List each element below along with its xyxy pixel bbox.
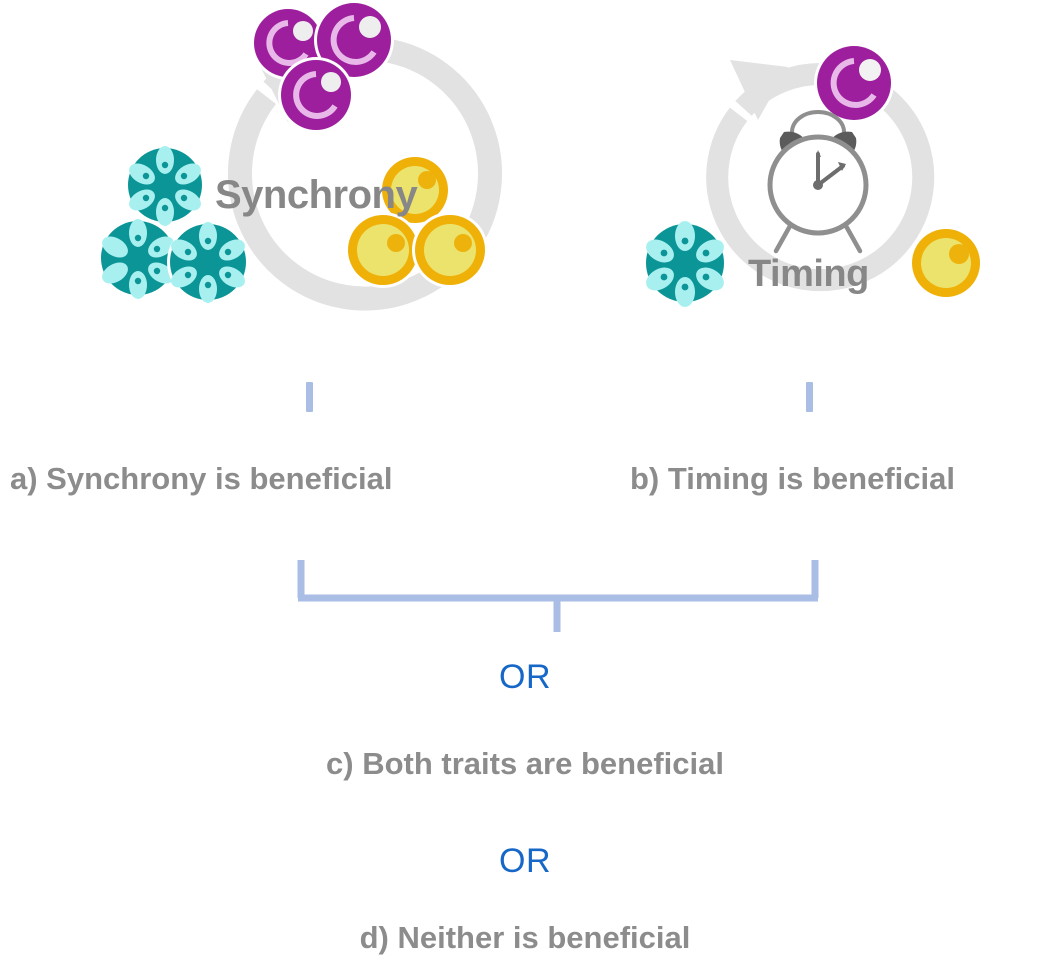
caption-d: d) Neither is beneficial xyxy=(359,920,691,955)
cell-trophozoite xyxy=(412,212,488,288)
cycle-center-label-synchrony: Synchrony xyxy=(215,173,418,217)
joining-bracket xyxy=(297,560,819,632)
alarm-clock-icon xyxy=(767,110,869,254)
caption-b: b) Timing is beneficial xyxy=(630,461,955,496)
connector-tick-b xyxy=(806,382,813,412)
cell-trophozoite xyxy=(909,226,983,300)
or-label-1: OR xyxy=(499,658,551,696)
stage-cluster-trophozoite xyxy=(345,154,488,288)
synchrony-cycle-graphic xyxy=(98,0,502,311)
cell-schizont xyxy=(125,145,205,226)
cell-trophozoite xyxy=(379,154,451,226)
or-label-2: OR xyxy=(499,842,551,880)
cell-ring-stage xyxy=(314,0,394,80)
caption-a: a) Synchrony is beneficial xyxy=(10,461,393,496)
connector-tick-a xyxy=(306,382,313,412)
cell-ring-stage xyxy=(278,57,354,133)
caption-c: c) Both traits are beneficial xyxy=(326,746,724,781)
cell-schizont xyxy=(643,221,727,307)
timing-cycle-graphic xyxy=(643,43,983,307)
stage-cluster-ring-stage xyxy=(251,0,394,133)
cell-schizont xyxy=(167,221,249,303)
cycle-center-label-timing: Timing xyxy=(748,253,869,295)
panel-synchrony: Synchrony xyxy=(98,0,540,400)
panel-timing: Timing xyxy=(640,20,1000,400)
stage-cluster-schizont xyxy=(98,145,249,303)
cell-trophozoite xyxy=(345,212,421,288)
cell-ring-stage xyxy=(814,43,894,123)
cell-schizont xyxy=(98,218,178,299)
